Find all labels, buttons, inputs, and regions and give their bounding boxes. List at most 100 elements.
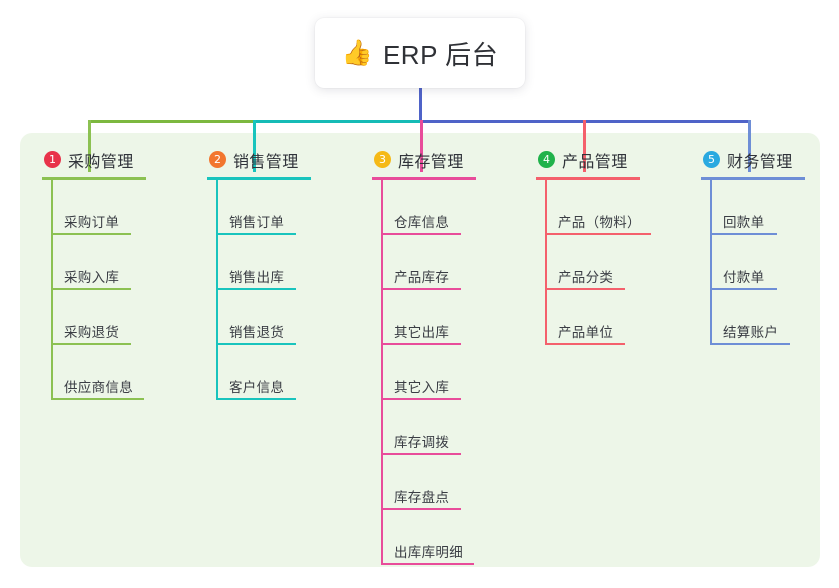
menu-item-label: 采购入库	[64, 270, 120, 285]
menu-item-label: 其它入库	[394, 380, 450, 395]
menu-item-label: 产品单位	[558, 325, 614, 340]
connector-drop-1	[88, 120, 91, 172]
menu-item[interactable]: 产品单位	[545, 290, 696, 345]
column-2: 2 销售管理销售订单销售出库销售退货客户信息	[207, 147, 367, 400]
menu-item-label: 供应商信息	[64, 380, 133, 395]
menu-item[interactable]: 其它出库	[381, 290, 532, 345]
menu-item-underline	[383, 508, 461, 510]
column-badge-5: 5	[703, 151, 720, 168]
column-rule-3	[372, 177, 476, 180]
menu-item-label: 销售退货	[229, 325, 285, 340]
menu-item[interactable]: 客户信息	[216, 345, 367, 400]
menu-item[interactable]: 付款单	[710, 235, 839, 290]
menu-item-label: 销售出库	[229, 270, 285, 285]
menu-item[interactable]: 库存调拨	[381, 400, 532, 455]
menu-item[interactable]: 其它入库	[381, 345, 532, 400]
menu-item[interactable]: 库存盘点	[381, 455, 532, 510]
column-items-2: 销售订单销售出库销售退货客户信息	[207, 180, 367, 400]
menu-item-underline	[383, 398, 461, 400]
menu-item-underline	[383, 563, 474, 565]
connector-drop-5	[748, 120, 751, 172]
menu-item-underline	[53, 233, 131, 235]
menu-item-label: 产品分类	[558, 270, 614, 285]
menu-item[interactable]: 结算账户	[710, 290, 839, 345]
menu-item[interactable]: 出库库明细	[381, 510, 532, 565]
menu-item-underline	[53, 288, 131, 290]
connector-drop-4	[583, 120, 586, 172]
menu-item-label: 付款单	[723, 270, 765, 285]
menu-item[interactable]: 回款单	[710, 180, 839, 235]
menu-item[interactable]: 销售出库	[216, 235, 367, 290]
root-node-title: ERP 后台	[382, 39, 499, 70]
menu-item-underline	[218, 398, 296, 400]
connector-bus-segment-1	[88, 120, 254, 123]
menu-item-underline	[218, 343, 296, 345]
menu-item-underline	[712, 343, 790, 345]
menu-item-label: 库存盘点	[394, 490, 450, 505]
menu-item-label: 结算账户	[723, 325, 779, 340]
menu-item[interactable]: 产品分类	[545, 235, 696, 290]
column-header-2[interactable]: 2 销售管理	[207, 147, 367, 172]
menu-item-underline	[383, 233, 461, 235]
menu-item-underline	[218, 288, 296, 290]
column-header-4[interactable]: 4 产品管理	[536, 147, 696, 172]
column-4: 4 产品管理产品（物料） 产品分类产品单位	[536, 147, 696, 345]
menu-item-label: 产品（物料）	[558, 215, 641, 230]
menu-item-underline	[547, 233, 651, 235]
menu-item-underline	[53, 398, 144, 400]
menu-item-label: 其它出库	[394, 325, 450, 340]
menu-item-underline	[383, 453, 461, 455]
menu-item-underline	[383, 343, 461, 345]
menu-item-label: 销售订单	[229, 215, 285, 230]
menu-item[interactable]: 仓库信息	[381, 180, 532, 235]
column-title-4: 产品管理	[562, 153, 628, 171]
column-header-5[interactable]: 5 财务管理	[701, 147, 839, 172]
menu-item[interactable]: 销售订单	[216, 180, 367, 235]
menu-item-underline	[712, 288, 777, 290]
column-5: 5 财务管理回款单付款单结算账户	[701, 147, 839, 345]
menu-item-underline	[218, 233, 296, 235]
column-title-1: 采购管理	[68, 153, 134, 171]
menu-item-underline	[53, 343, 131, 345]
menu-item[interactable]: 采购入库	[51, 235, 202, 290]
menu-item-label: 出库库明细	[394, 545, 463, 560]
column-rule-5	[701, 177, 805, 180]
menu-item[interactable]: 采购订单	[51, 180, 202, 235]
menu-item-label: 产品库存	[394, 270, 450, 285]
menu-item-label: 回款单	[723, 215, 765, 230]
connector-drop-3	[420, 120, 423, 172]
column-title-2: 销售管理	[233, 153, 299, 171]
column-rule-4	[536, 177, 640, 180]
menu-item[interactable]: 产品（物料）	[545, 180, 696, 235]
column-items-4: 产品（物料） 产品分类产品单位	[536, 180, 696, 345]
menu-item-label: 采购退货	[64, 325, 120, 340]
menu-item-label: 仓库信息	[394, 215, 450, 230]
column-rule-1	[42, 177, 146, 180]
column-badge-2: 2	[209, 151, 226, 168]
column-title-5: 财务管理	[727, 153, 793, 171]
column-items-3: 仓库信息产品库存其它出库其它入库库存调拨库存盘点出库库明细	[372, 180, 532, 565]
column-items-5: 回款单付款单结算账户	[701, 180, 839, 345]
column-items-1: 采购订单采购入库采购退货供应商信息	[42, 180, 202, 400]
column-title-3: 库存管理	[398, 153, 464, 171]
connector-trunk	[419, 86, 422, 123]
diagram-panel	[20, 133, 820, 567]
menu-item-label: 采购订单	[64, 215, 120, 230]
menu-item-label: 库存调拨	[394, 435, 450, 450]
thumbs-up-icon: 👍	[341, 38, 373, 67]
menu-item[interactable]: 产品库存	[381, 235, 532, 290]
menu-item[interactable]: 供应商信息	[51, 345, 202, 400]
menu-item-underline	[547, 288, 625, 290]
connector-drop-2	[253, 120, 256, 172]
column-badge-4: 4	[538, 151, 555, 168]
menu-item-underline	[712, 233, 777, 235]
menu-item[interactable]: 采购退货	[51, 290, 202, 345]
column-rule-2	[207, 177, 311, 180]
menu-item[interactable]: 销售退货	[216, 290, 367, 345]
root-node-erp-backend[interactable]: 👍 ERP 后台	[315, 18, 525, 88]
